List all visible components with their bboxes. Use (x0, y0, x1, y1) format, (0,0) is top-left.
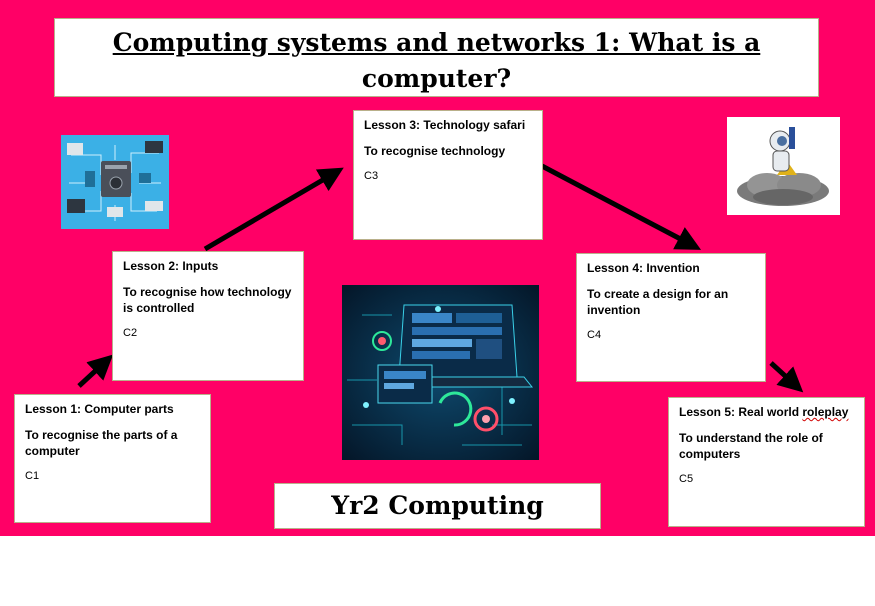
lesson-4-objective: To create a design for an invention (587, 287, 729, 317)
arrow-4-to-5 (769, 361, 804, 393)
lesson-5-title: Lesson 5: Real world roleplay (679, 405, 854, 420)
lesson-5-title-prefix: Lesson 5: Real world (679, 405, 803, 419)
lesson-card-5: Lesson 5: Real world roleplay To underst… (668, 397, 865, 527)
lesson-card-2: Lesson 2: Inputs To recognise how techno… (112, 251, 304, 381)
lesson-3-title: Lesson 3: Technology safari (364, 118, 526, 132)
astronaut-image (727, 117, 840, 215)
footer-label: Yr2 Computing (331, 491, 544, 520)
lesson-4-title: Lesson 4: Invention (587, 261, 700, 275)
lesson-4-code: C4 (587, 329, 602, 341)
lesson-2-objective: To recognise how technology is controlle… (123, 285, 292, 315)
arrow-1-to-2 (77, 354, 114, 388)
lesson-5-title-flagged-word: roleplay (802, 405, 849, 419)
lesson-1-title: Lesson 1: Computer parts (25, 402, 174, 416)
title-line-1: Computing systems and networks 1: What i… (112, 28, 761, 57)
title-banner: Computing systems and networks 1: What i… (54, 18, 819, 97)
arrow-2-to-3 (203, 167, 344, 252)
lesson-3-code: C3 (364, 170, 379, 182)
arrows-layer (77, 163, 804, 393)
lesson-card-3: Lesson 3: Technology safari To recognise… (353, 110, 543, 240)
title-line-2: computer? (361, 64, 512, 93)
lesson-card-1: Lesson 1: Computer parts To recognise th… (14, 394, 211, 523)
lesson-1-objective: To recognise the parts of a computer (25, 428, 178, 458)
lesson-2-code: C2 (123, 327, 138, 339)
lesson-3-objective: To recognise technology (364, 144, 506, 158)
lesson-1-code: C1 (25, 470, 40, 482)
lesson-card-4: Lesson 4: Invention To create a design f… (576, 253, 766, 382)
technology-devices-image (342, 285, 539, 460)
lesson-5-code: C5 (679, 473, 694, 485)
computer-parts-image (61, 135, 169, 229)
footer-banner: Yr2 Computing (274, 483, 601, 529)
arrow-3-to-4 (540, 163, 702, 250)
lesson-5-objective: To understand the role of computers (679, 431, 823, 461)
lesson-2-title: Lesson 2: Inputs (123, 259, 219, 273)
